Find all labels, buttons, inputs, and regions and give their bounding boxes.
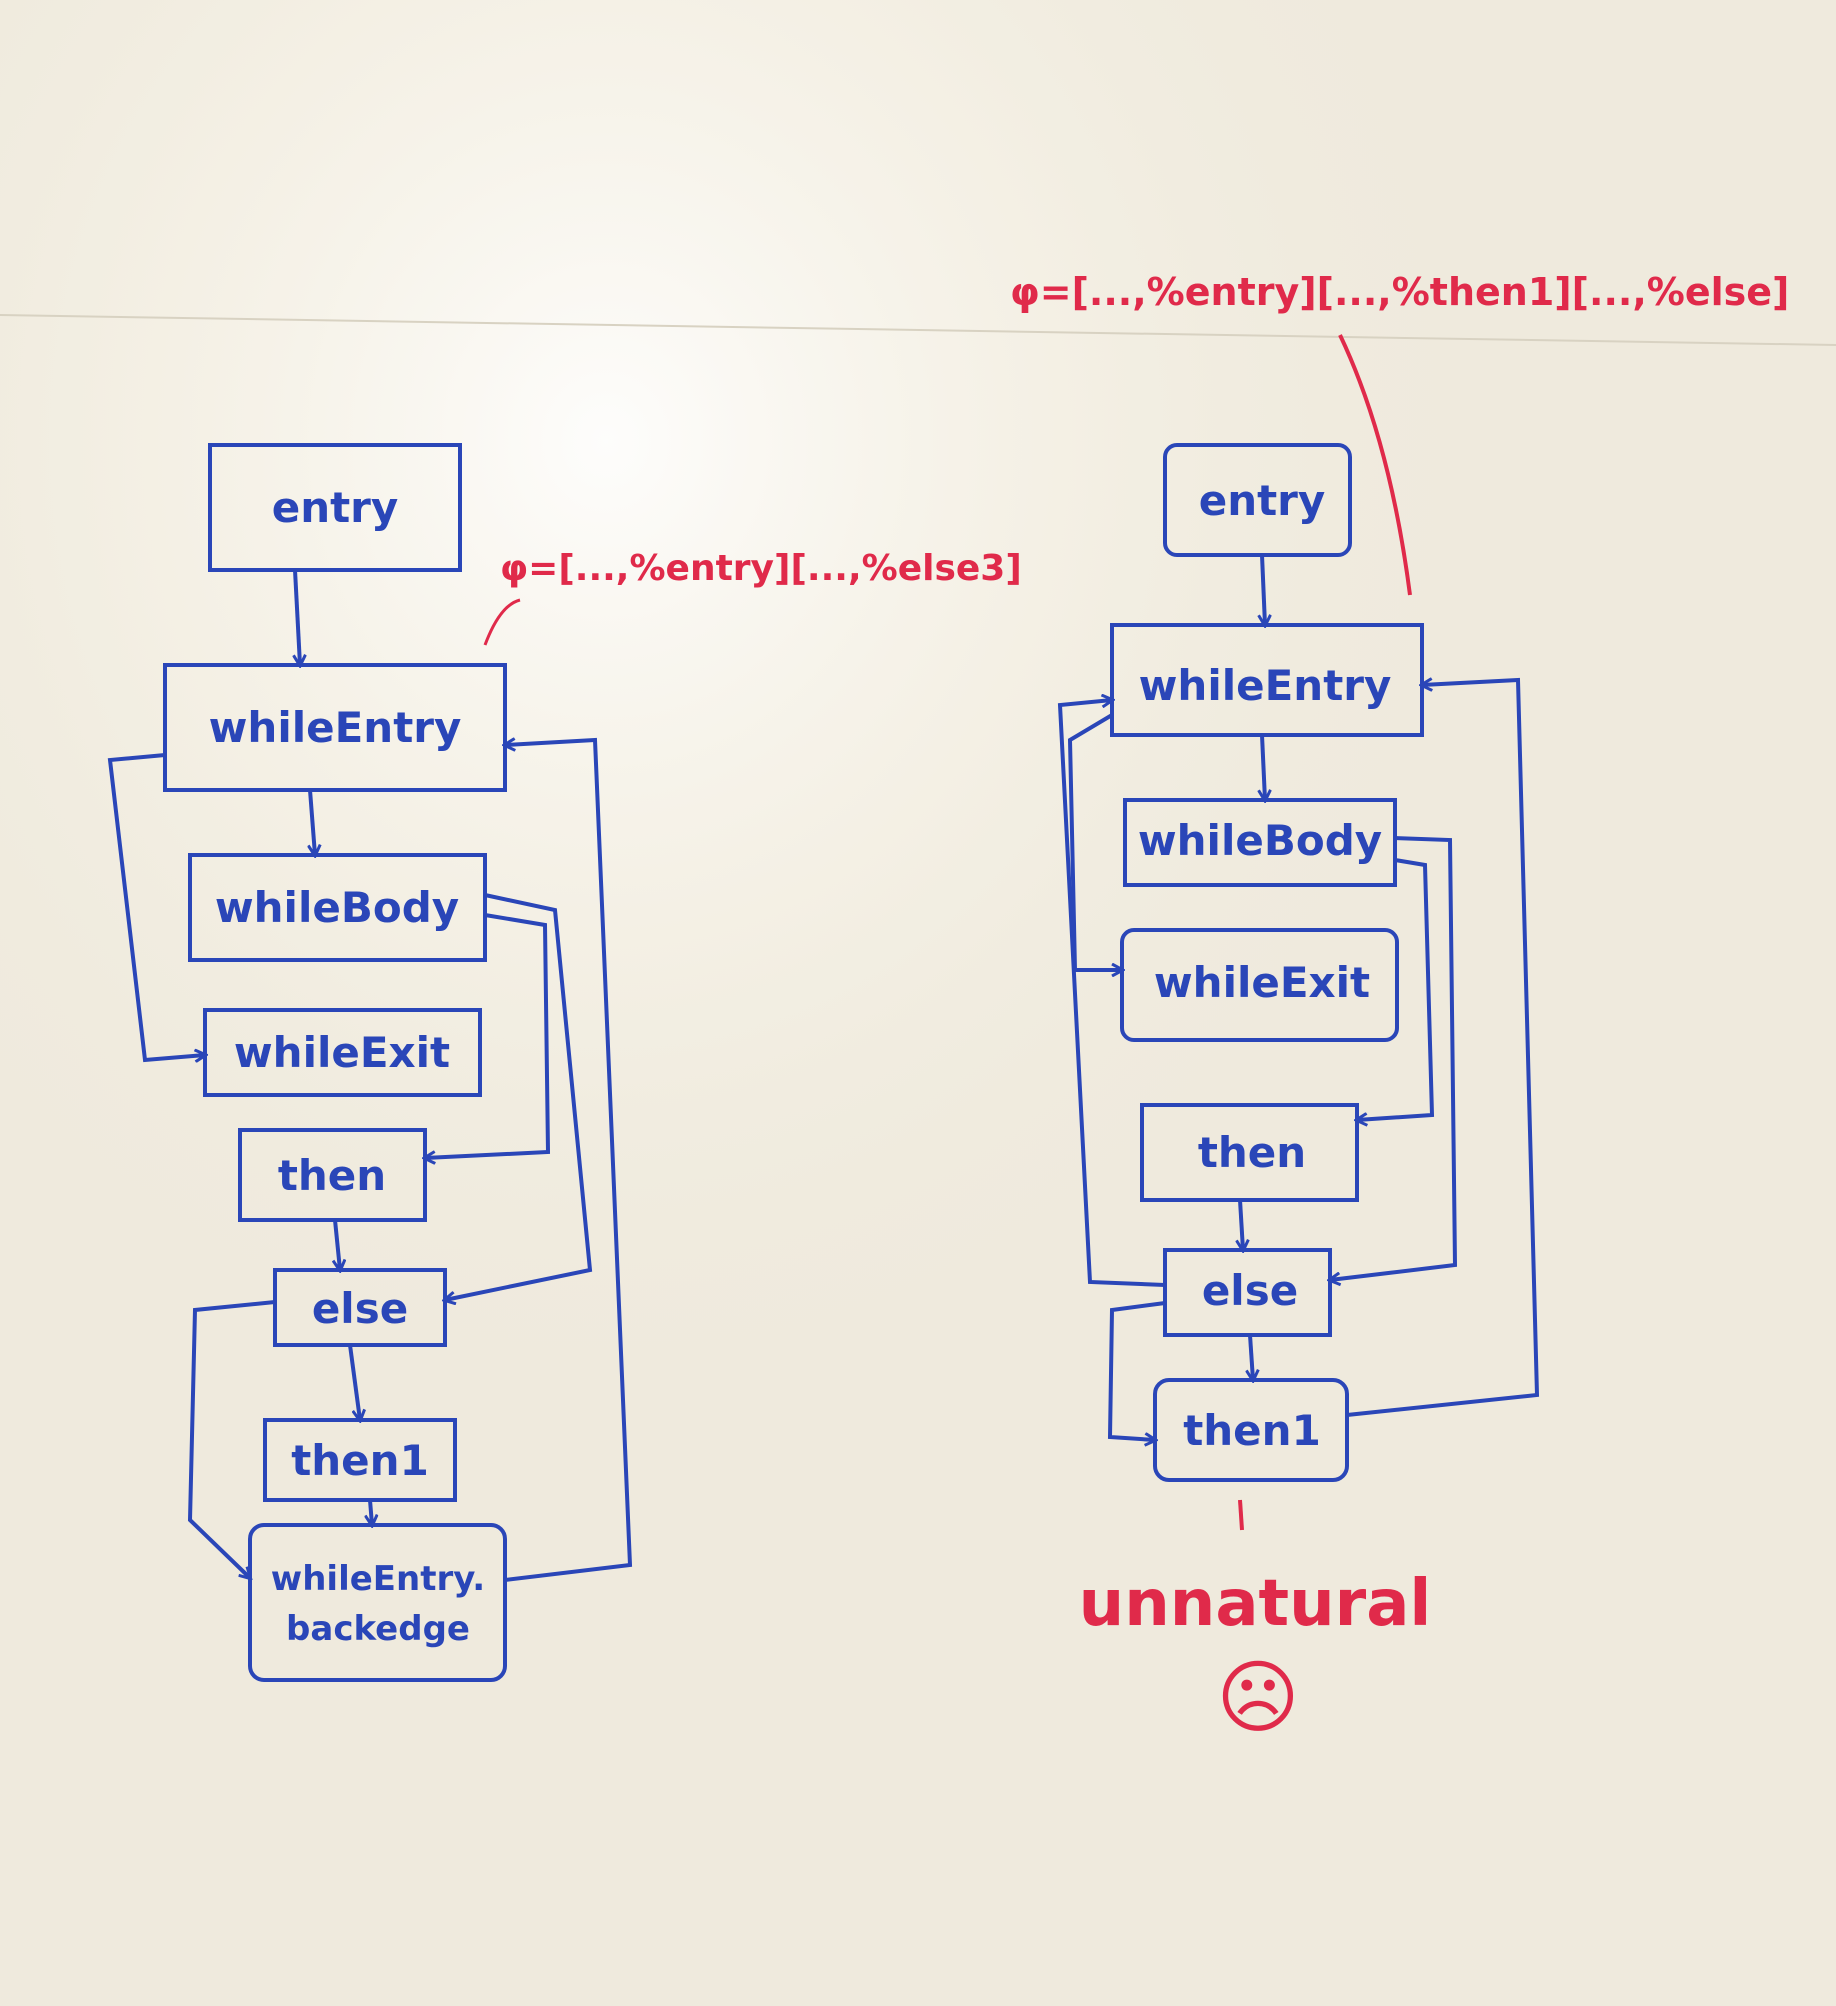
left-edge-whilebody-else <box>445 893 593 1300</box>
left-phi-pointer <box>483 598 521 646</box>
right-then-box <box>1140 1103 1359 1202</box>
right-then-label: then <box>1198 1128 1306 1177</box>
right-verdict-pointer <box>1238 1499 1244 1531</box>
left-whilebody-label: whileBody <box>215 883 459 932</box>
left-edge-whileentry-whilebody <box>310 789 315 855</box>
left-else-box <box>273 1268 447 1347</box>
left-then-box <box>238 1128 427 1222</box>
right-edge-whileentry-whilebody <box>1262 734 1265 800</box>
sad-face-icon: ☹ <box>1216 1651 1299 1744</box>
right-whileexit-box <box>1120 928 1399 1042</box>
right-whilebody-label: whileBody <box>1138 816 1382 865</box>
right-edge-else-whileentry <box>1057 700 1166 1287</box>
right-whileentry-label: whileEntry <box>1139 661 1392 710</box>
right-edge-then1-whileentry <box>1346 680 1540 1417</box>
left-edge-whilebody-then <box>425 913 551 1158</box>
right-phi-pointer <box>1338 334 1412 596</box>
right-verdict-label: unnatural <box>1079 1567 1432 1641</box>
left-then-label: then <box>278 1151 386 1200</box>
right-cfg <box>1057 443 1540 1482</box>
left-edge-else-backedge <box>187 1300 276 1578</box>
right-entry-box <box>1163 443 1352 557</box>
left-edge-else-then1 <box>348 1344 360 1420</box>
left-edge-entry-whileentry <box>295 569 300 665</box>
left-edge-whileentry-whileexit <box>107 753 205 1060</box>
right-edge-whilebody-then <box>1357 858 1435 1120</box>
right-then1-label: then1 <box>1183 1406 1321 1455</box>
right-phi-note: φ=[...,%entry][...,%then1][...,%else] <box>1010 270 1789 314</box>
left-whileexit-label: whileExit <box>234 1028 450 1077</box>
left-then1-label: then1 <box>291 1436 429 1485</box>
right-edge-else-then1 <box>1250 1334 1253 1380</box>
right-edge-whileentry-whileexit <box>1067 713 1122 970</box>
right-edge-whilebody-else <box>1330 836 1458 1280</box>
left-edge-then-else <box>335 1219 340 1270</box>
right-edge-then-else <box>1240 1199 1243 1250</box>
left-whileentry-box <box>163 663 507 792</box>
left-edge-then1-backedge <box>370 1499 372 1525</box>
left-backedge-label-line2: backedge <box>286 1609 470 1649</box>
left-whileentry-label: whileEntry <box>209 703 462 752</box>
left-whilebody-box <box>188 853 487 962</box>
left-else-label: else <box>312 1284 408 1333</box>
left-edge-backedge-whileentry <box>505 740 633 1582</box>
right-edge-entry-whileentry <box>1262 554 1265 625</box>
left-backedge-label-line1: whileEntry. <box>271 1559 485 1599</box>
right-whileexit-label: whileExit <box>1154 958 1370 1007</box>
left-phi-note: φ=[...,%entry][...,%else3] <box>500 548 1022 589</box>
right-entry-label: entry <box>1199 476 1326 525</box>
left-cfg <box>107 443 633 1682</box>
left-entry-box <box>208 443 462 572</box>
right-edge-else-then1-side <box>1107 1301 1166 1440</box>
left-entry-label: entry <box>272 483 399 532</box>
right-else-label: else <box>1202 1266 1298 1315</box>
